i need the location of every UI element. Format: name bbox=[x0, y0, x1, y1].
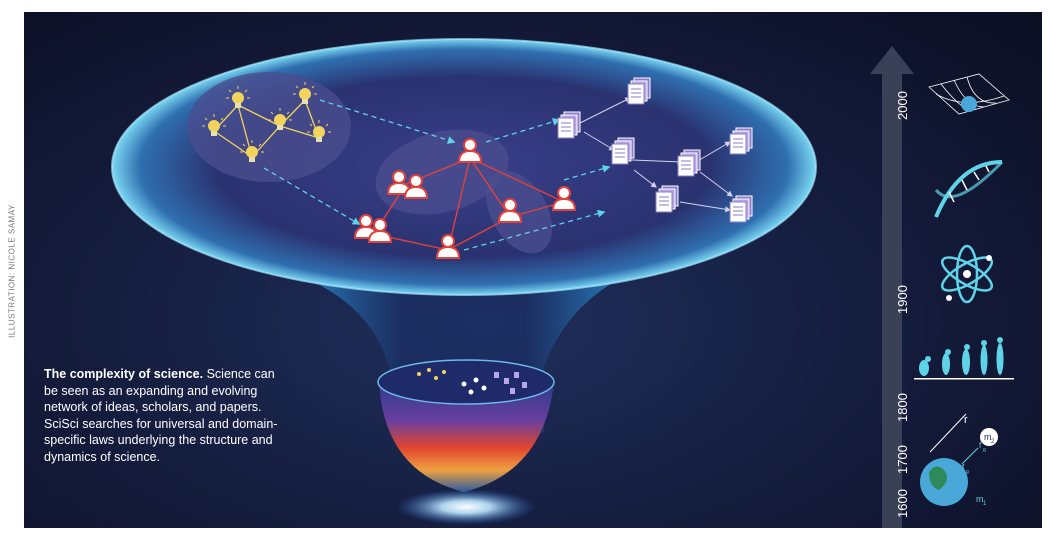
gravity-labels: r m 2 m 1 f g f g bbox=[962, 414, 995, 507]
gravity-icon bbox=[920, 413, 998, 506]
force-label-a: f bbox=[979, 441, 982, 450]
scholar-cluster-b bbox=[485, 170, 553, 254]
mass1-subscript: 1 bbox=[983, 501, 987, 507]
illustration-credit: ILLUSTRATION: NICOLE SAMAY bbox=[0, 0, 24, 542]
funnel-bowl bbox=[379, 382, 554, 492]
glow bbox=[396, 489, 536, 525]
ideas-cluster bbox=[187, 72, 351, 182]
citation-arrows bbox=[263, 99, 611, 251]
distance-label: r bbox=[964, 414, 968, 426]
mass2-label: m bbox=[984, 432, 992, 442]
dna-icon bbox=[934, 160, 1004, 218]
credit-text: ILLUSTRATION: NICOLE SAMAY bbox=[7, 204, 17, 338]
evolution-icon bbox=[914, 337, 1014, 380]
year-label: 1600 bbox=[894, 489, 910, 518]
funnel-inner-disc bbox=[377, 359, 555, 405]
year-label: 1800 bbox=[894, 393, 910, 422]
year-label: 1700 bbox=[894, 445, 910, 474]
force-subscript-a: g bbox=[983, 447, 986, 453]
document-stack-icon bbox=[611, 137, 635, 165]
force-label-b: f bbox=[962, 463, 965, 472]
document-stack-icon bbox=[627, 77, 651, 105]
year-label: 2000 bbox=[894, 91, 910, 120]
document-stack-icon bbox=[729, 127, 753, 155]
force-subscript-b: g bbox=[966, 469, 969, 475]
year-label: 1900 bbox=[894, 285, 910, 314]
spacetime-grid-icon bbox=[928, 73, 1010, 115]
document-stack-icon bbox=[729, 195, 753, 223]
document-stack-icon bbox=[677, 149, 701, 177]
mini-network bbox=[417, 368, 527, 395]
timeline-arrow bbox=[870, 46, 914, 528]
mass1-label: m bbox=[976, 494, 984, 504]
illustration-panel: r m 2 m 1 f g f g 2000 1900 1800 1700 16… bbox=[24, 12, 1042, 528]
document-stack-icon bbox=[655, 185, 679, 213]
paper-links bbox=[577, 97, 733, 213]
science-network-scene: r m 2 m 1 f g f g bbox=[111, 38, 1014, 528]
mass2-subscript: 2 bbox=[991, 439, 995, 445]
caption-title: The complexity of science. bbox=[44, 367, 204, 381]
caption: The complexity of science. Science can b… bbox=[44, 366, 289, 465]
caption-body: Science can be seen as an expanding and … bbox=[44, 367, 278, 464]
atom-icon bbox=[940, 244, 994, 304]
document-stack-icon bbox=[557, 111, 581, 139]
